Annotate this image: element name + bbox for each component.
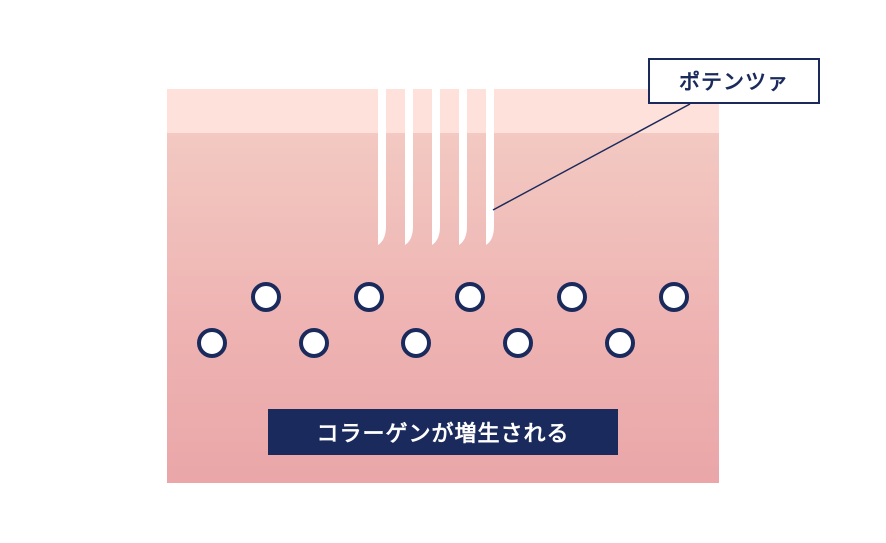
collagen-particle [251, 282, 281, 312]
collagen-particle [197, 328, 227, 358]
microneedle [486, 89, 494, 245]
microneedle [405, 89, 413, 245]
microneedle [378, 89, 386, 245]
potenza-callout-label: ポテンツァ [648, 58, 820, 104]
collagen-result-banner: コラーゲンが増生される [268, 409, 618, 455]
collagen-particle [605, 328, 635, 358]
epidermis-layer [167, 89, 719, 133]
callout-leader-line [492, 103, 691, 211]
microneedles [378, 89, 494, 245]
collagen-particle [659, 282, 689, 312]
collagen-particles [197, 282, 689, 358]
collagen-particle [455, 282, 485, 312]
collagen-particle [557, 282, 587, 312]
collagen-particle [354, 282, 384, 312]
collagen-particle [299, 328, 329, 358]
collagen-particle [503, 328, 533, 358]
microneedle [432, 89, 440, 245]
microneedle [459, 89, 467, 245]
collagen-particle [401, 328, 431, 358]
